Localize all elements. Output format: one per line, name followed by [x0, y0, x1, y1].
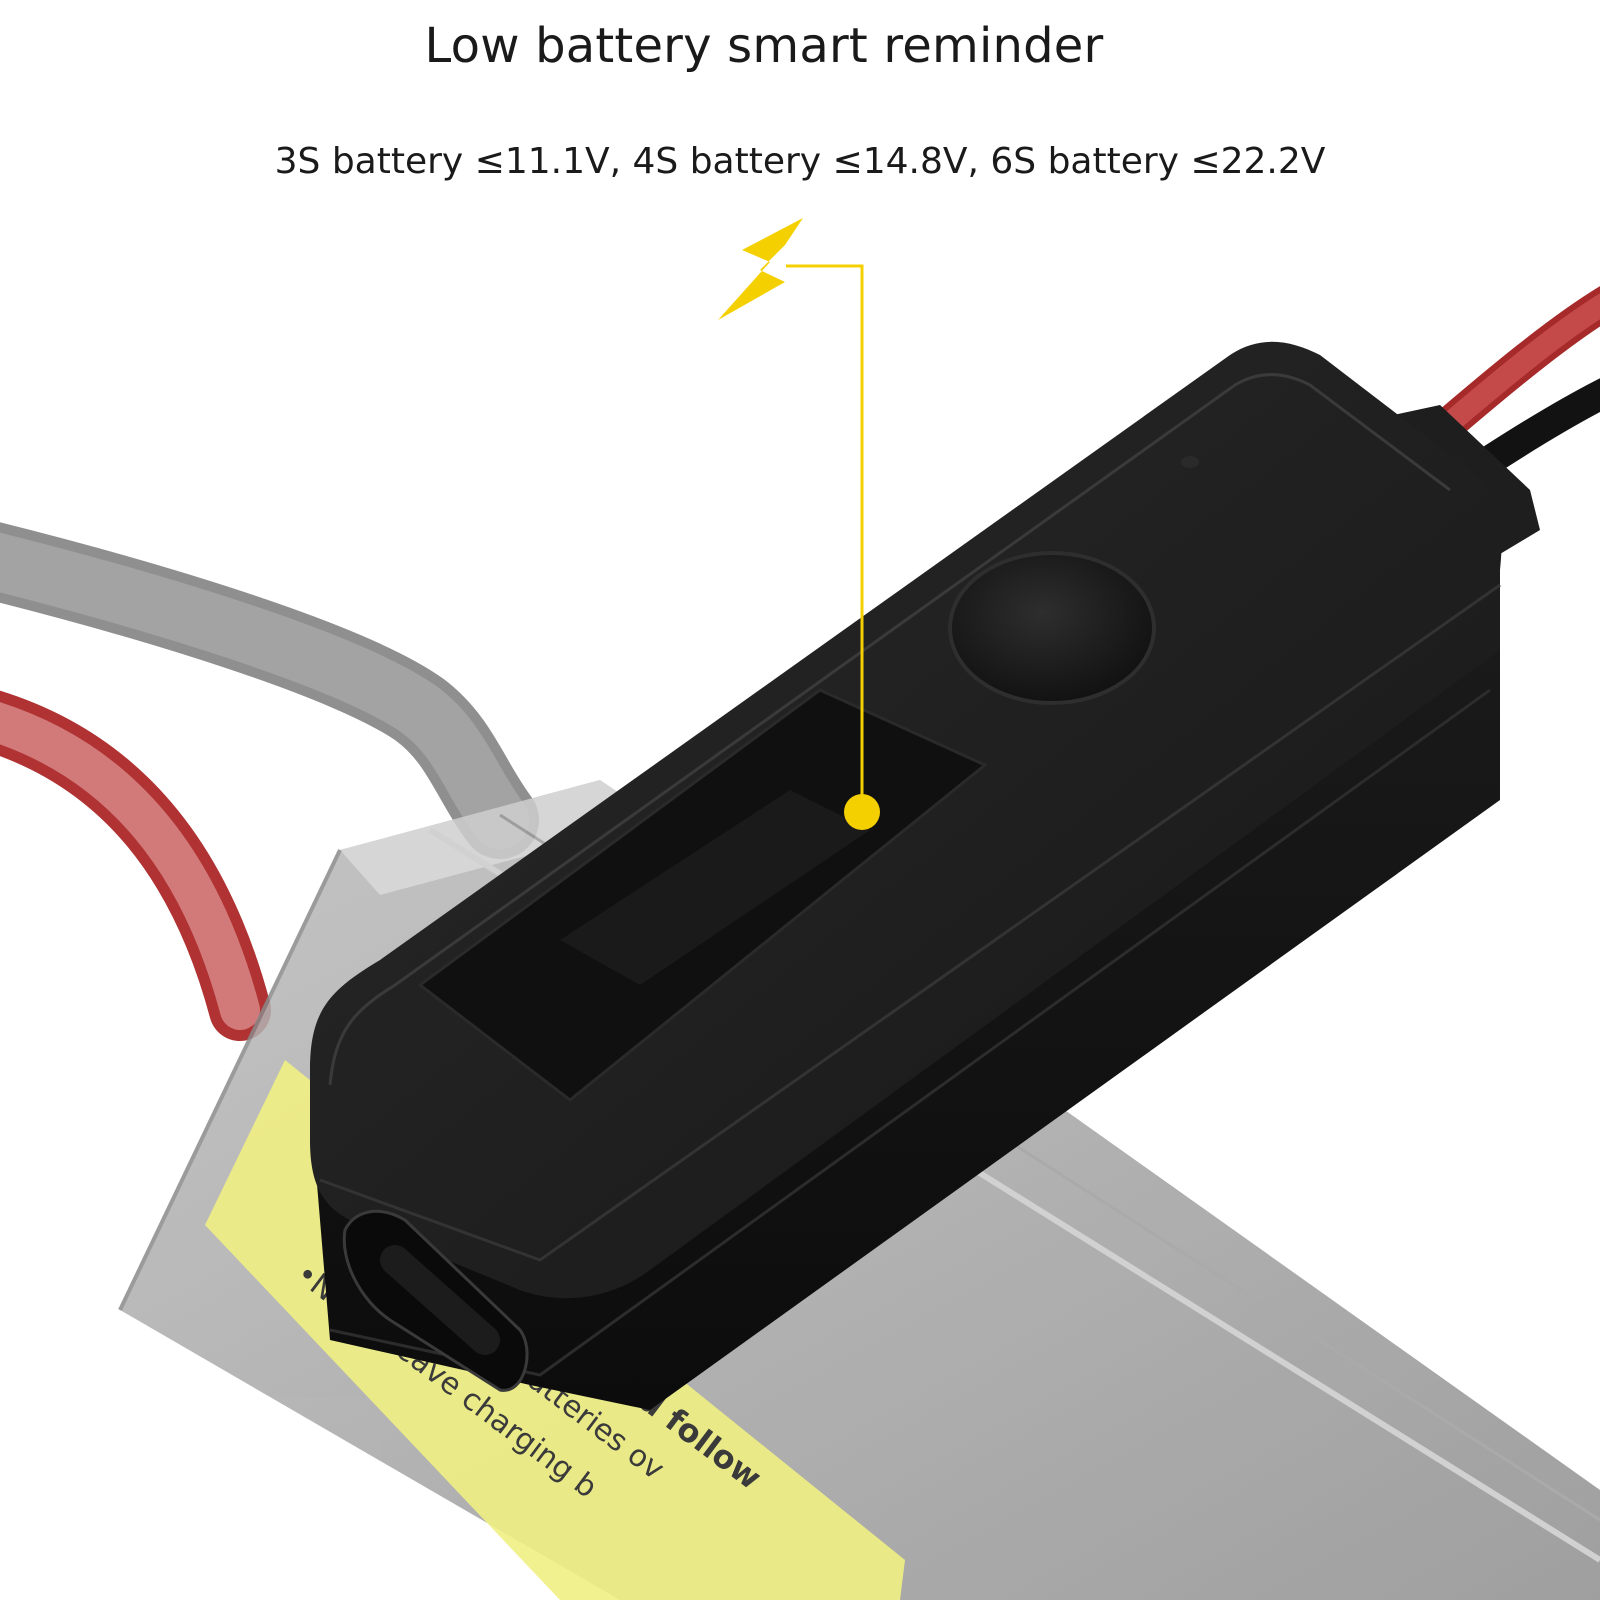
- power-button[interactable]: [948, 551, 1156, 705]
- low-battery-callout: [718, 218, 880, 830]
- headline: Low battery smart reminder: [424, 18, 1104, 74]
- status-led: [1181, 456, 1199, 468]
- lightning-bolt-icon: [718, 218, 803, 320]
- voltage-checker-device: [310, 341, 1502, 1410]
- red-wire-left: [0, 690, 271, 1041]
- callout-dot: [844, 794, 880, 830]
- voltage-thresholds: 3S battery ≤11.1V, 4S battery ≤14.8V, 6S…: [274, 141, 1326, 182]
- callout-leader-line: [786, 264, 864, 812]
